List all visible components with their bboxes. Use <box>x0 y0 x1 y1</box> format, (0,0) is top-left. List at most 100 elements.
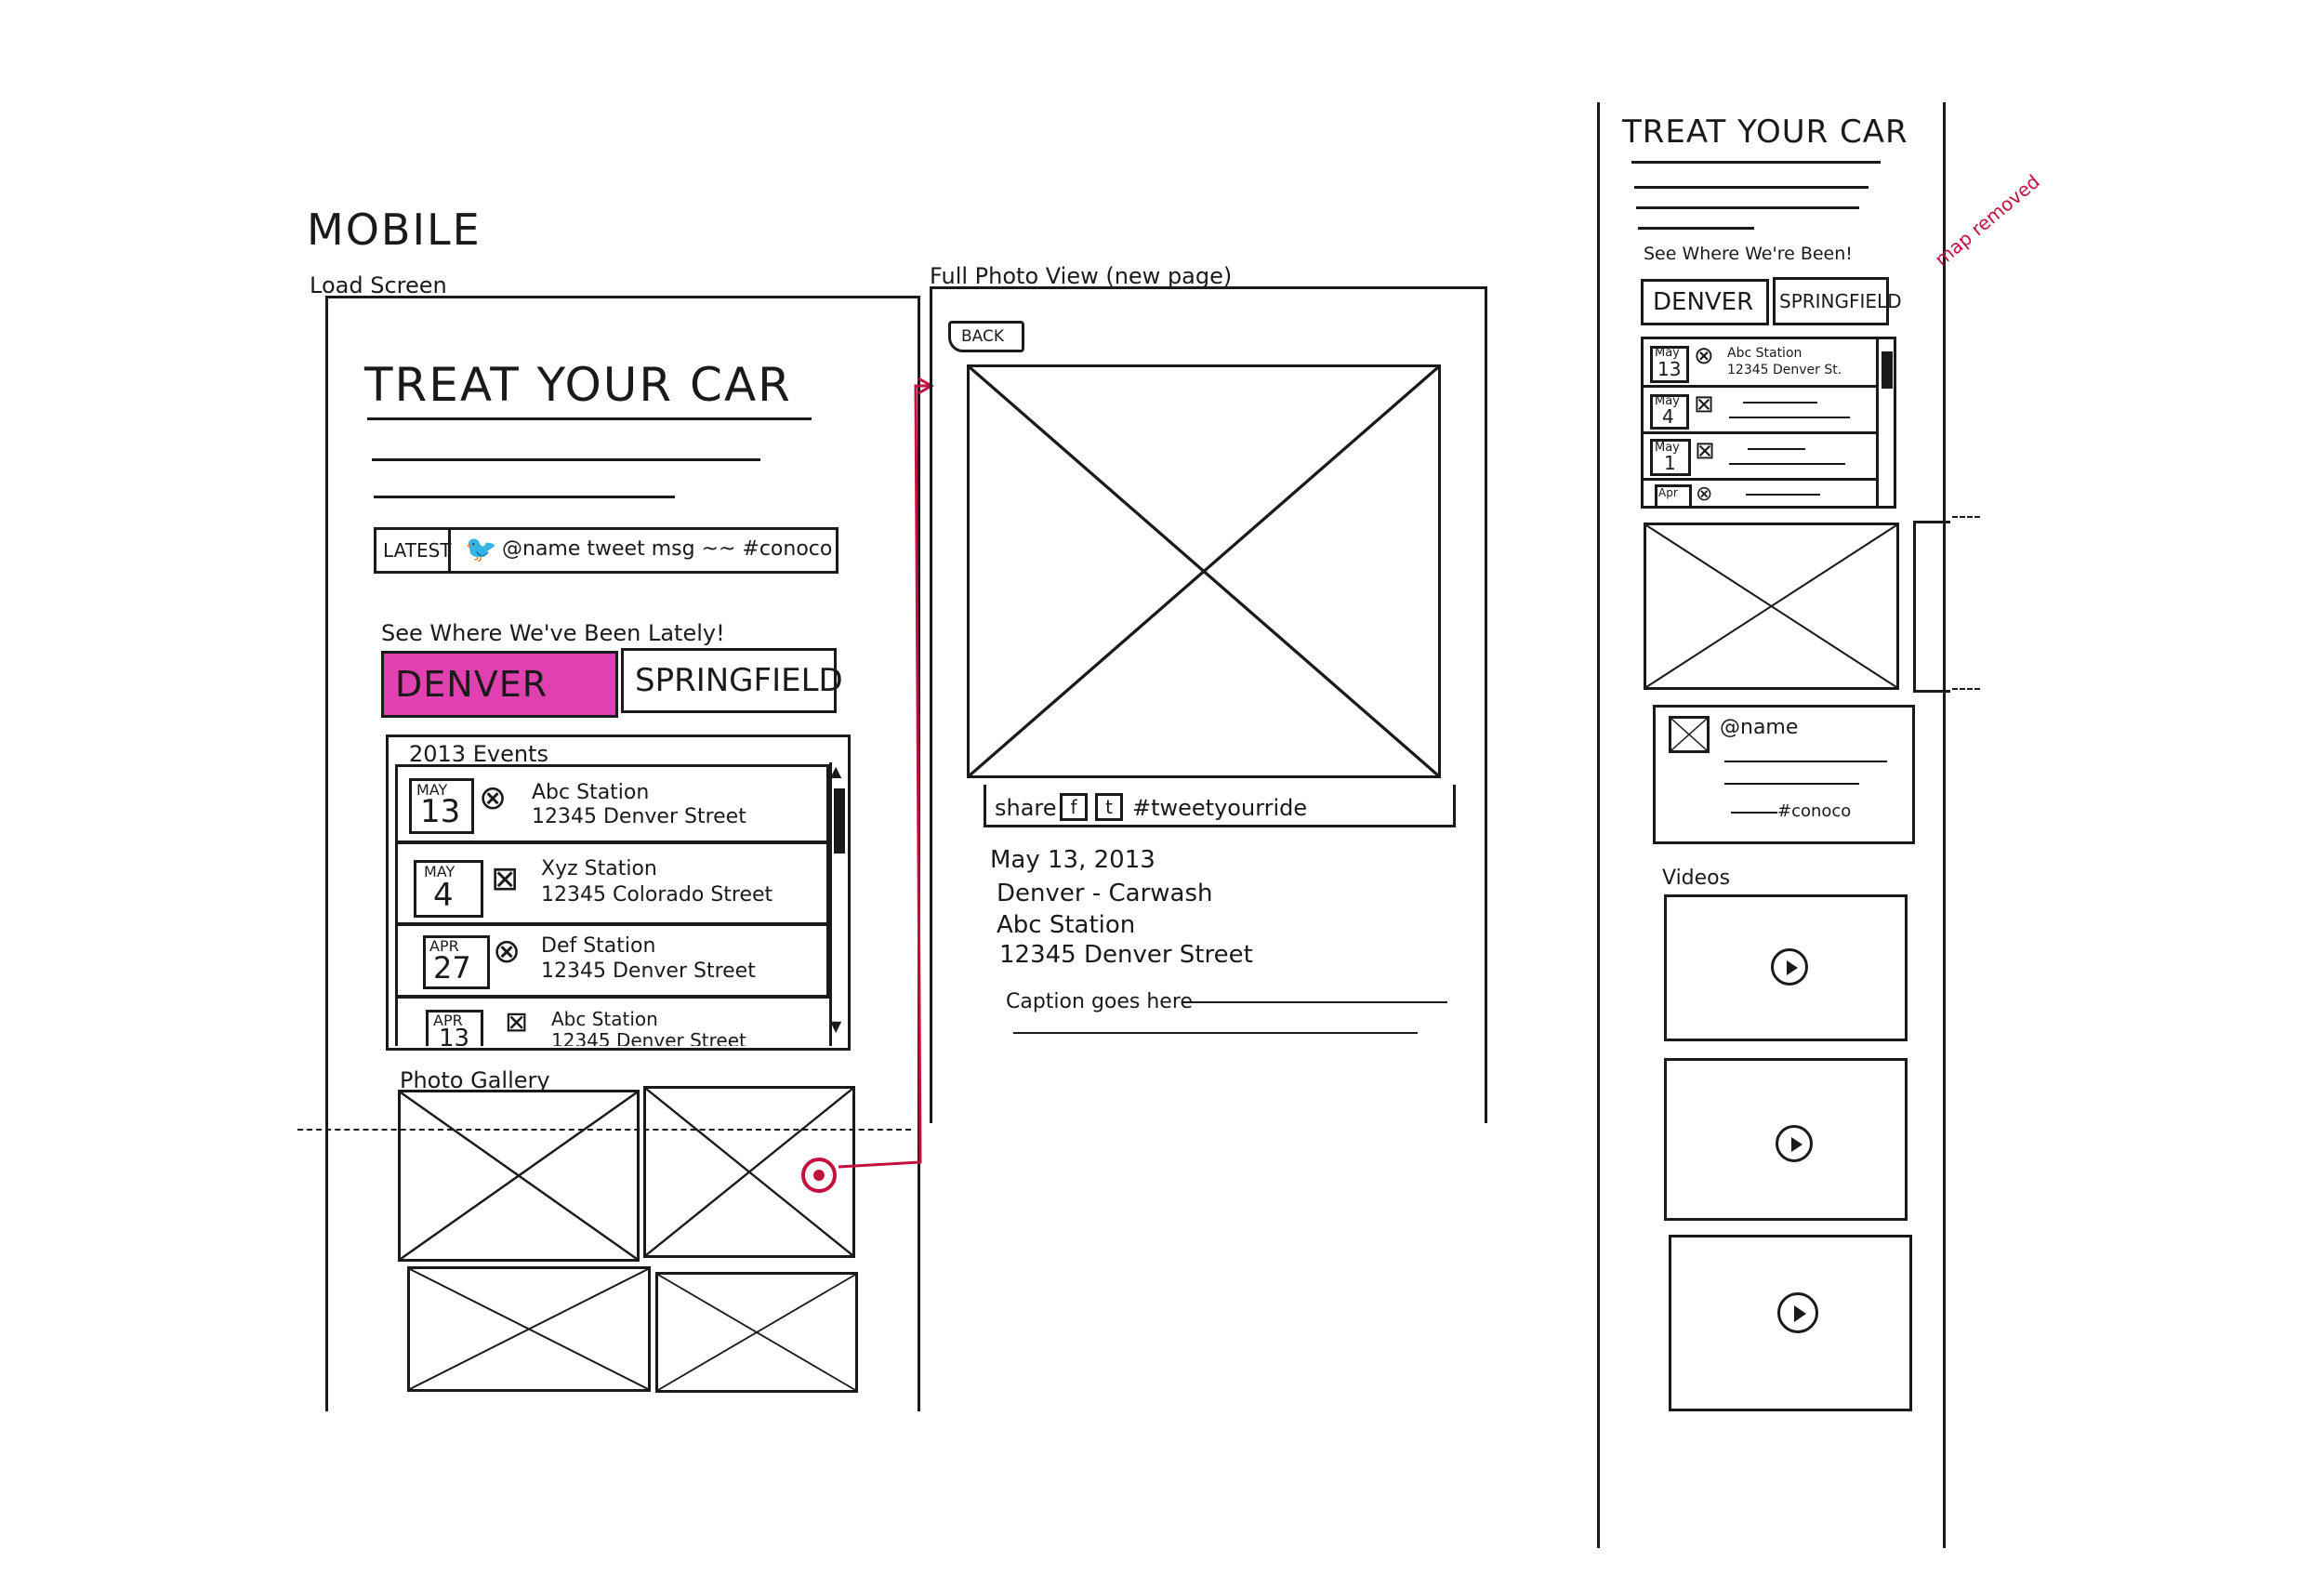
event-day: 4 <box>1662 405 1674 428</box>
scroll-thumb[interactable] <box>834 788 845 854</box>
latest-tweet-bar[interactable] <box>374 527 838 574</box>
map-pin-icon: ⊗ <box>1694 342 1714 370</box>
event-month: May <box>1655 394 1680 408</box>
fold-line <box>297 1129 911 1131</box>
video-thumbnail[interactable] <box>1664 1058 1908 1221</box>
event-date-box <box>1650 394 1689 430</box>
full-photo[interactable] <box>967 364 1441 778</box>
events-list[interactable] <box>386 735 851 1051</box>
revised-photo[interactable] <box>1644 523 1899 690</box>
next-photo-peek[interactable] <box>1913 521 1950 693</box>
gallery-photo[interactable] <box>398 1090 640 1262</box>
text-placeholder-line <box>1731 812 1777 814</box>
photo-caption: Caption goes here <box>1006 990 1193 1013</box>
tweet-hashtag: #conoco <box>1777 801 1852 821</box>
events-scrollbar[interactable] <box>829 762 851 1046</box>
twitter-share-button[interactable]: t <box>1095 793 1123 821</box>
map-pin-icon: ⊠ <box>505 1006 529 1039</box>
photo-gallery-heading: Photo Gallery <box>400 1067 550 1093</box>
text-placeholder-line <box>1724 783 1859 785</box>
event-month: Apr <box>1658 486 1678 499</box>
back-button-label: BACK <box>961 327 1005 346</box>
scroll-up-icon[interactable]: ▲ <box>830 762 842 780</box>
app-title: TREAT YOUR CAR <box>364 358 792 412</box>
map-pin-icon: ⊠ <box>1695 437 1715 465</box>
event-row[interactable]: APR 13 ⊠ Abc Station 12345 Denver Street <box>395 996 829 1046</box>
title-underline <box>367 417 812 420</box>
revised-events-list[interactable] <box>1641 337 1896 509</box>
event-month: MAY <box>424 863 456 880</box>
gallery-photo[interactable] <box>655 1272 858 1393</box>
caption-placeholder-line <box>1013 1032 1418 1034</box>
event-date-box <box>1655 484 1692 507</box>
play-icon[interactable] <box>1771 948 1808 986</box>
text-placeholder-line <box>1746 494 1820 496</box>
hashtag-text: #tweetyourride <box>1132 795 1308 821</box>
text-placeholder-line <box>1729 463 1845 465</box>
share-bar <box>984 785 1456 827</box>
tab-springfield-label: SPRINGFIELD <box>635 662 843 699</box>
event-name: Abc Station <box>1727 346 1802 361</box>
tab-denver-label: DENVER <box>395 664 548 705</box>
text-placeholder-line <box>1748 448 1805 450</box>
facebook-icon: f <box>1070 796 1077 818</box>
text-placeholder-line <box>1631 161 1881 164</box>
revised-event-row[interactable] <box>1644 388 1876 434</box>
tweet-card[interactable] <box>1653 705 1915 844</box>
gallery-photo[interactable] <box>643 1086 855 1258</box>
event-name: Xyz Station <box>541 857 657 880</box>
fold-line <box>1952 688 1980 690</box>
event-month: APR <box>429 937 459 955</box>
map-pin-icon: ⊗ <box>493 933 522 971</box>
revised-tab-springfield-label: SPRINGFIELD <box>1779 290 1902 312</box>
share-label: share <box>995 795 1057 821</box>
event-day: 13 <box>420 793 461 830</box>
revised-tab-denver[interactable] <box>1641 279 1769 325</box>
event-address: 12345 Denver St. <box>1727 363 1842 377</box>
back-button[interactable] <box>948 321 1024 352</box>
page-heading: MOBILE <box>307 205 482 255</box>
tab-denver[interactable] <box>381 651 618 718</box>
map-pin-icon: ⊠ <box>1694 390 1714 418</box>
revised-event-row[interactable]: Apr ⊗ <box>1644 481 1876 507</box>
facebook-share-button[interactable]: f <box>1060 793 1088 821</box>
caption-placeholder-line <box>1182 1001 1447 1003</box>
revised-event-row[interactable] <box>1644 339 1876 388</box>
tweet-avatar <box>1669 716 1710 753</box>
event-day: 27 <box>433 950 471 986</box>
event-date-box <box>414 860 483 918</box>
gallery-photo[interactable] <box>407 1266 651 1392</box>
see-where-heading: See Where We've Been Lately! <box>381 620 725 646</box>
text-placeholder-line <box>1729 417 1850 418</box>
scroll-thumb[interactable] <box>1882 351 1893 389</box>
divider <box>448 527 451 574</box>
video-thumbnail[interactable] <box>1664 894 1908 1041</box>
event-day: 1 <box>1664 452 1676 474</box>
map-pin-icon: ⊗ <box>479 779 508 817</box>
revised-scrollbar[interactable] <box>1876 337 1896 509</box>
event-name: Def Station <box>541 934 656 958</box>
play-icon[interactable] <box>1776 1125 1813 1162</box>
photo-date: May 13, 2013 <box>990 846 1155 874</box>
event-date-box <box>1650 346 1689 383</box>
text-placeholder-line <box>1636 206 1859 209</box>
photo-view-frame <box>930 286 1487 1123</box>
scroll-down-icon[interactable]: ▼ <box>830 1017 842 1035</box>
revised-tab-denver-label: DENVER <box>1653 288 1754 316</box>
videos-heading: Videos <box>1662 867 1731 890</box>
play-icon[interactable] <box>1777 1292 1818 1333</box>
tap-cursor-icon <box>801 1158 837 1193</box>
video-thumbnail[interactable] <box>1669 1235 1912 1411</box>
revised-event-row[interactable] <box>1644 434 1876 481</box>
text-placeholder-line <box>1743 402 1817 404</box>
event-address: 12345 Denver Street <box>532 805 746 828</box>
event-date-box <box>426 1010 483 1046</box>
photo-station: Abc Station <box>997 911 1136 939</box>
revised-tab-springfield[interactable] <box>1773 277 1889 325</box>
event-month: MAY <box>416 781 448 799</box>
text-placeholder-line <box>1724 761 1887 762</box>
event-address: 12345 Denver Street <box>541 960 756 983</box>
tab-springfield[interactable] <box>621 648 837 713</box>
text-placeholder-line <box>1638 227 1754 230</box>
event-day: 13 <box>1657 358 1682 380</box>
